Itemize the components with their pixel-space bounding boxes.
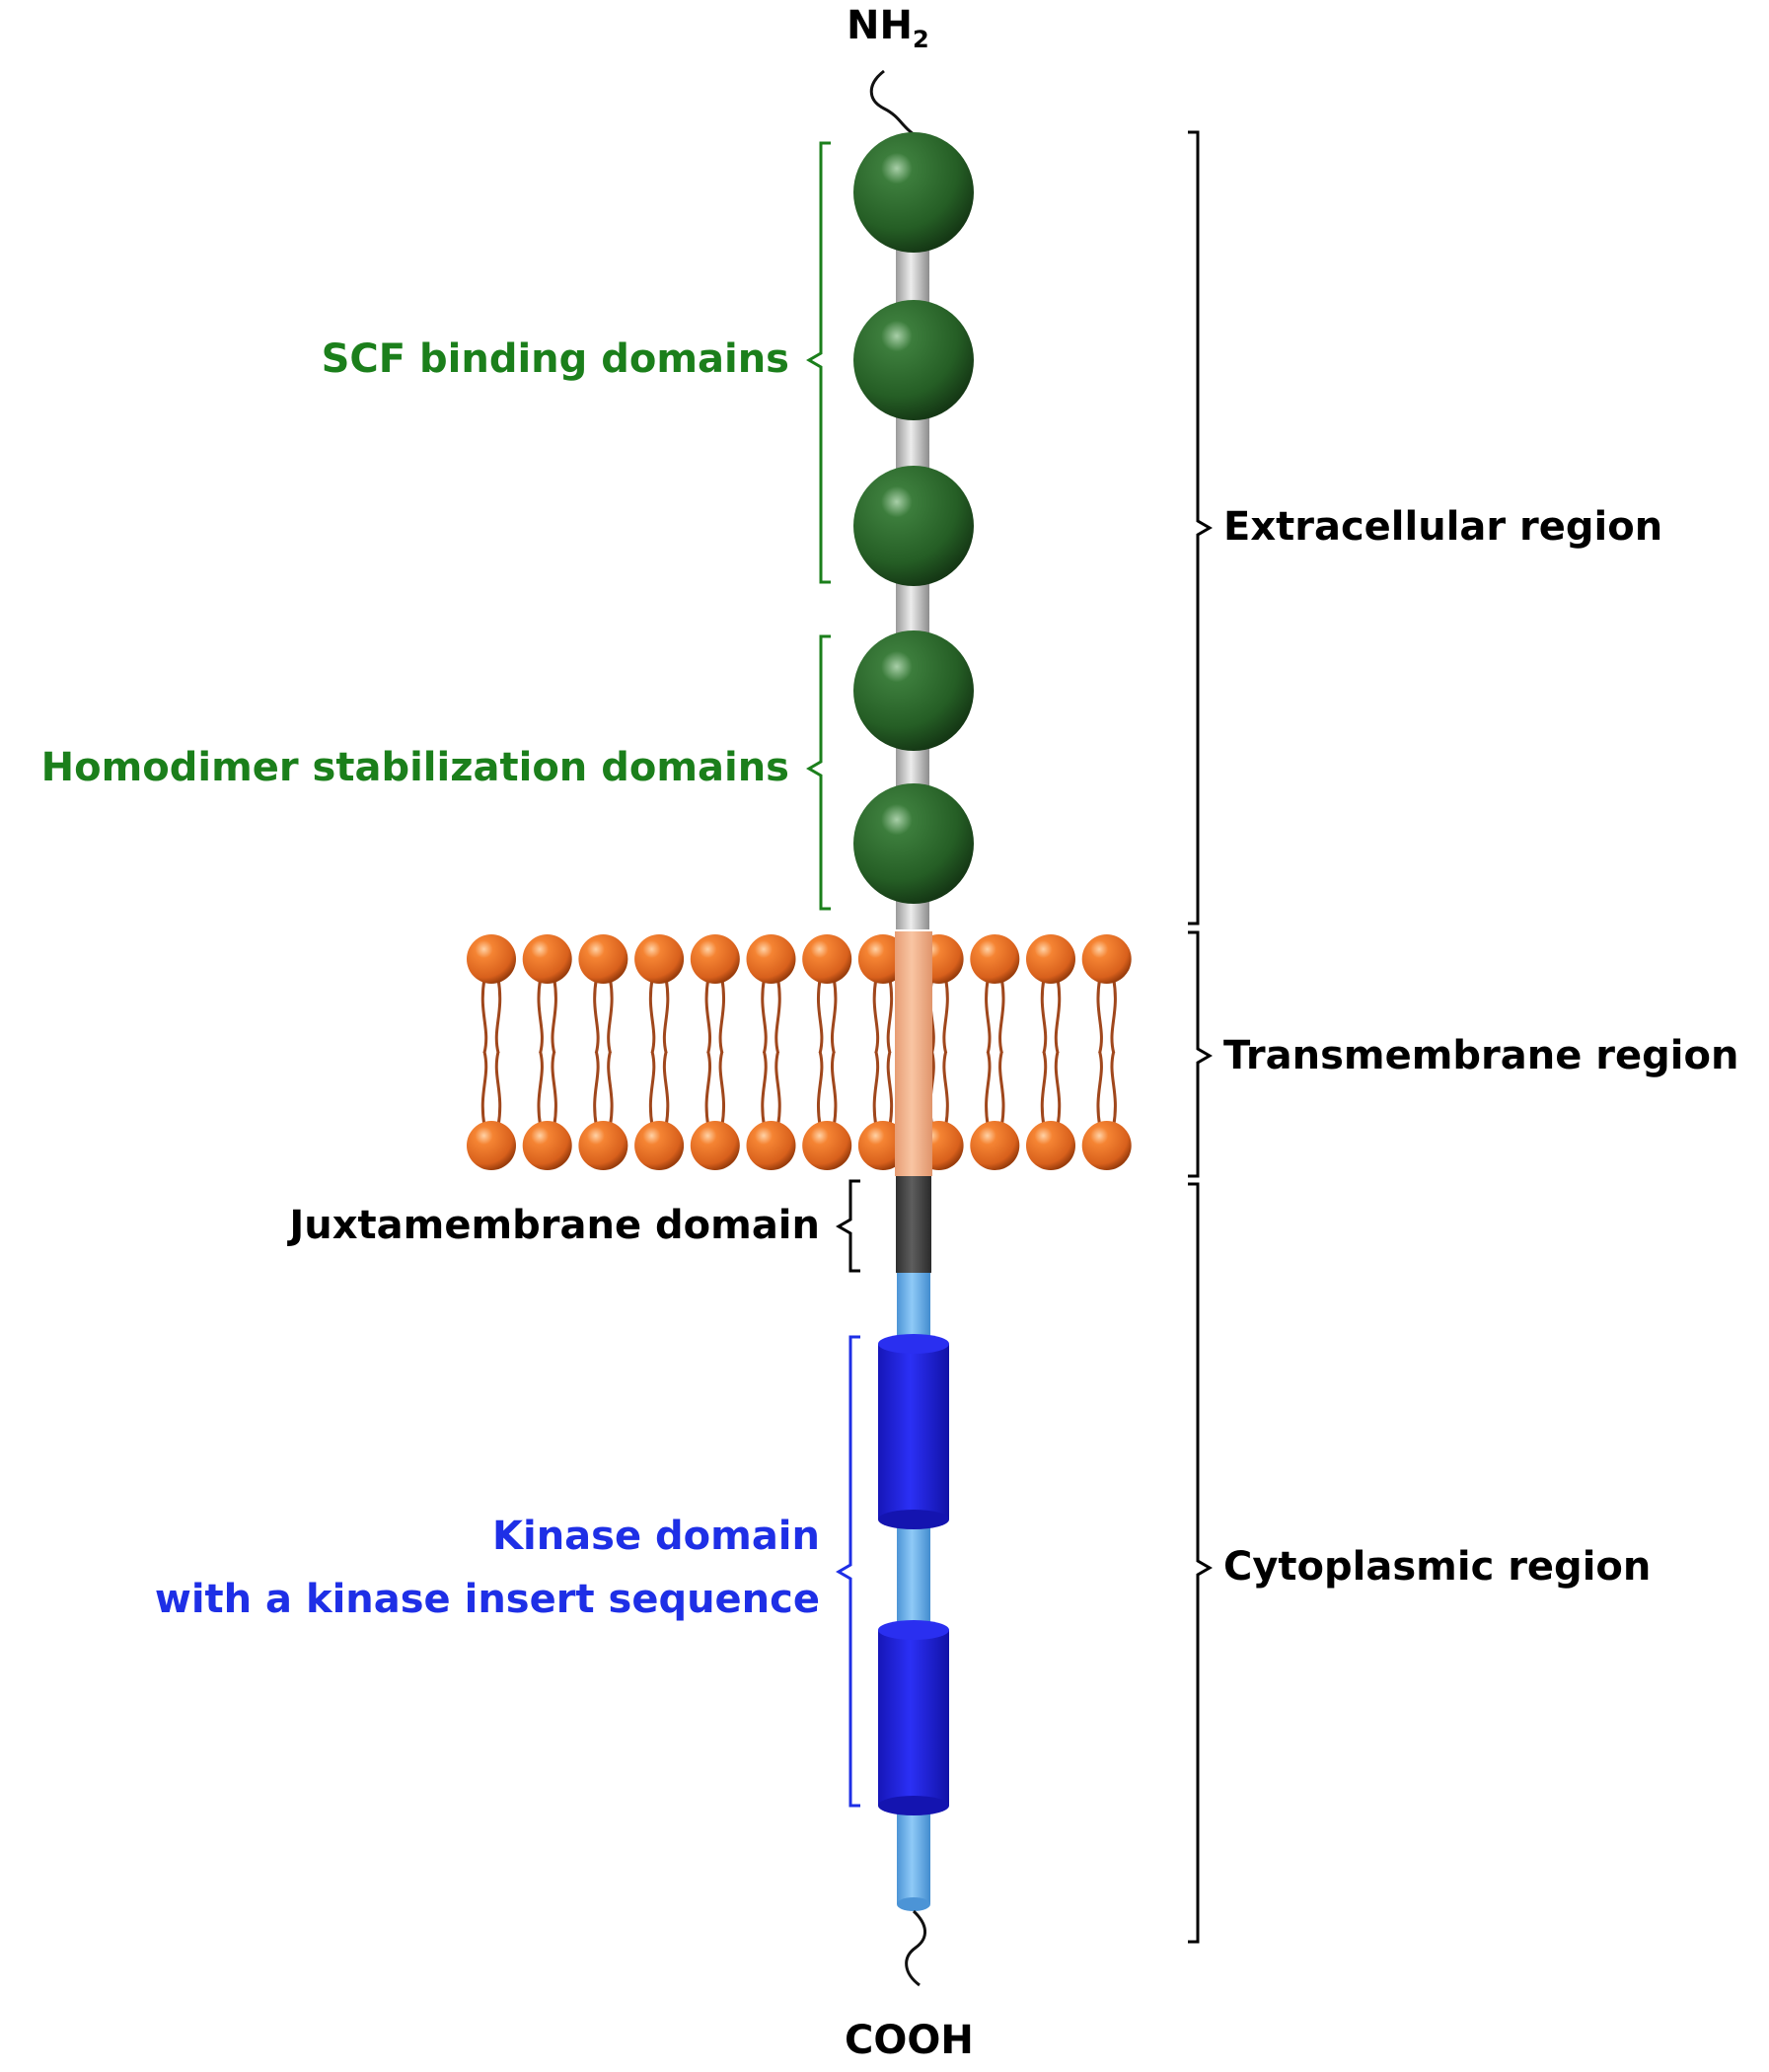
ig-domain-2 — [853, 300, 974, 420]
lipid-head — [1026, 1121, 1075, 1170]
ig-domain-4 — [853, 630, 974, 751]
lipid-head — [690, 1121, 740, 1170]
lipid-head — [690, 934, 740, 984]
transmembrane-label: Transmembrane region — [1223, 1033, 1739, 1078]
lipid-tail — [704, 978, 712, 1127]
extracellular-label: Extracellular region — [1223, 504, 1663, 550]
lipid-head — [522, 934, 572, 984]
lipid-head — [467, 934, 516, 984]
kinase-lobe-1 — [878, 1344, 949, 1519]
lipid-head — [746, 934, 796, 984]
scf-binding-bracket — [806, 141, 831, 584]
lipid-tail — [551, 978, 557, 1127]
ig-like-domains — [853, 132, 974, 904]
transmembrane-bracket — [1188, 930, 1213, 1178]
tail-end-cap — [897, 1897, 930, 1911]
lipid-tail — [1054, 978, 1062, 1127]
transmembrane-helix — [895, 931, 932, 1176]
lipid-tail — [1110, 978, 1117, 1127]
lipid-tail — [537, 978, 544, 1127]
c-terminal-tail — [905, 1909, 926, 1987]
lipid-head — [578, 934, 628, 984]
lipid-tail — [985, 978, 992, 1127]
lipid-head — [746, 1121, 796, 1170]
kinase-lobe-2 — [878, 1630, 949, 1806]
juxtamembrane-segment — [896, 1176, 931, 1273]
lipid-head — [1081, 934, 1132, 984]
lipid-tail — [1096, 978, 1103, 1127]
lipid-head — [467, 1121, 516, 1170]
lipid-head — [1081, 1121, 1132, 1170]
lipid-tail — [480, 978, 488, 1127]
lipid-heads-bottom — [467, 1121, 1132, 1170]
lipid-head — [1026, 934, 1075, 984]
lipid-tail — [872, 978, 880, 1127]
kinase-bracket — [836, 1335, 860, 1808]
lipid-head — [802, 934, 852, 984]
kinase-domain-cylinders — [878, 1334, 949, 1815]
cytoplasmic-bracket — [1188, 1182, 1213, 1944]
lipid-tails — [480, 978, 1117, 1127]
lipid-tail — [607, 978, 614, 1127]
scf-binding-label: SCF binding domains — [321, 336, 789, 382]
c-terminus-label: COOH — [845, 2018, 974, 2063]
lipid-tail — [648, 978, 656, 1127]
n-terminus-text: NH — [847, 3, 913, 48]
ig-domain-1 — [853, 132, 974, 253]
lipid-tail — [662, 978, 670, 1127]
lipid-head — [578, 1121, 628, 1170]
juxtamembrane-bracket — [836, 1179, 860, 1273]
lipid-tail — [774, 978, 781, 1127]
juxtamembrane-label: Juxtamembrane domain — [289, 1203, 820, 1248]
homodimer-label: Homodimer stabilization domains — [40, 745, 789, 790]
kinase-label-line2: with a kinase insert sequence — [154, 1577, 820, 1622]
n-terminal-tail — [869, 69, 915, 136]
cytoplasmic-label: Cytoplasmic region — [1223, 1544, 1652, 1590]
lipid-head — [970, 1121, 1020, 1170]
lipid-head — [970, 934, 1020, 984]
lipid-tail — [494, 978, 502, 1127]
lipid-tail — [1040, 978, 1048, 1127]
lipid-tail — [718, 978, 726, 1127]
lipid-tail — [942, 978, 949, 1127]
homodimer-bracket — [806, 634, 831, 911]
ig-domain-3 — [853, 466, 974, 586]
n-terminus-label: NH2 — [847, 6, 929, 51]
lipid-tail — [830, 978, 838, 1127]
lipid-tail — [816, 978, 824, 1127]
extracellular-bracket — [1188, 130, 1213, 925]
lipid-head — [802, 1121, 852, 1170]
lipid-heads-top — [467, 934, 1132, 984]
kinase-label-line1: Kinase domain — [491, 1514, 820, 1559]
lipid-tail — [761, 978, 768, 1127]
n-terminus-subscript: 2 — [912, 26, 929, 53]
lipid-tail — [886, 978, 894, 1127]
lipid-head — [634, 934, 685, 984]
lipid-tail — [998, 978, 1005, 1127]
lipid-head — [634, 1121, 685, 1170]
lipid-tail — [593, 978, 600, 1127]
ig-domain-5 — [853, 783, 974, 904]
lipid-head — [522, 1121, 572, 1170]
